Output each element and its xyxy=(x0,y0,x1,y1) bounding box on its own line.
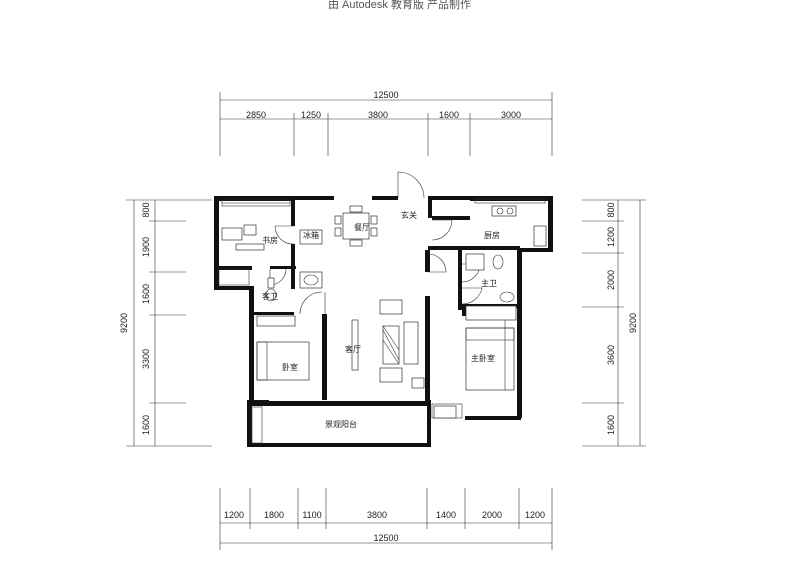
top-total-dim: 12500 xyxy=(373,90,398,100)
right-seg-3: 2000 xyxy=(606,270,616,290)
bottom-total-dim: 12500 xyxy=(373,533,398,543)
watermark-header: 由 Autodesk 教育版 产品制作 xyxy=(327,0,472,11)
bottom-dimension-lines xyxy=(219,488,553,550)
windows xyxy=(218,198,546,444)
top-seg-3: 3800 xyxy=(368,110,388,120)
left-seg-2: 1900 xyxy=(141,237,151,257)
label-living: 客厅 xyxy=(345,344,361,354)
bottom-seg-2: 1800 xyxy=(264,510,284,520)
left-dimension-lines xyxy=(126,199,212,447)
top-seg-4: 1600 xyxy=(439,110,459,120)
right-seg-5: 1600 xyxy=(606,415,616,435)
left-total-dim: 9200 xyxy=(119,313,129,333)
room-labels: 书房 餐厅 玄关 厨房 冰箱 客卫 主卫 客厅 卧室 主卧室 景观阳台 xyxy=(262,210,500,429)
label-guest-bath: 客卫 xyxy=(262,291,278,301)
top-seg-5: 3000 xyxy=(501,110,521,120)
right-seg-1: 800 xyxy=(606,202,616,217)
right-seg-2: 1200 xyxy=(606,227,616,247)
furniture xyxy=(221,205,547,419)
label-entrance: 玄关 xyxy=(401,210,417,220)
label-master-bath: 主卫 xyxy=(481,278,497,288)
top-seg-1: 2850 xyxy=(246,110,266,120)
bottom-seg-6: 2000 xyxy=(482,510,502,520)
label-study: 书房 xyxy=(262,235,278,245)
bottom-seg-5: 1400 xyxy=(436,510,456,520)
exterior-walls xyxy=(214,196,553,447)
top-seg-2: 1250 xyxy=(301,110,321,120)
left-seg-3: 1600 xyxy=(141,284,151,304)
label-fridge: 冰箱 xyxy=(303,230,319,240)
right-seg-4: 3600 xyxy=(606,345,616,365)
label-bedroom: 卧室 xyxy=(282,362,298,372)
right-dimension-lines xyxy=(582,199,646,447)
bottom-seg-4: 3800 xyxy=(367,510,387,520)
bottom-seg-7: 1200 xyxy=(525,510,545,520)
bottom-seg-1: 1200 xyxy=(224,510,244,520)
label-dining: 餐厅 xyxy=(354,223,370,232)
left-seg-1: 800 xyxy=(141,202,151,217)
interior-walls xyxy=(219,200,520,406)
left-seg-4: 3300 xyxy=(141,349,151,369)
label-balcony: 景观阳台 xyxy=(325,419,357,429)
left-seg-5: 1600 xyxy=(141,415,151,435)
label-master-bedroom: 主卧室 xyxy=(471,353,495,363)
right-total-dim: 9200 xyxy=(628,313,638,333)
label-kitchen: 厨房 xyxy=(484,230,500,240)
top-dimension-lines xyxy=(219,92,553,156)
bottom-seg-3: 1100 xyxy=(302,510,321,520)
